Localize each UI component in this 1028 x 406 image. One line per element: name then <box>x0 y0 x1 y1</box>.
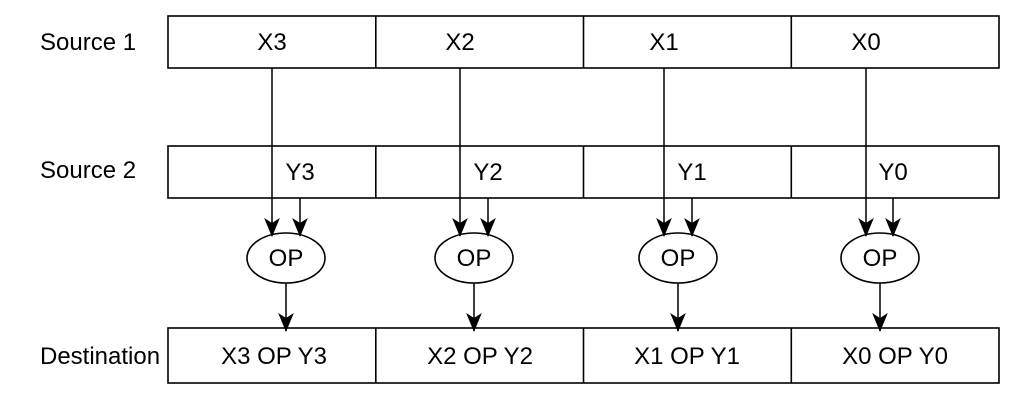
source2-cell-y0: Y0 <box>878 159 907 186</box>
source2-cell-y2: Y2 <box>473 159 502 186</box>
row-label-source2: Source 2 <box>40 157 136 184</box>
destination-cell-2: X2 OP Y2 <box>427 343 533 370</box>
source1-cell-x1: X1 <box>649 29 678 56</box>
destination-register: X3 OP Y3 X2 OP Y2 X1 OP Y1 X0 OP Y0 <box>167 327 1000 384</box>
op-unit-0: OP <box>840 68 920 331</box>
op-label: OP <box>863 245 898 272</box>
source1-cell-x3: X3 <box>257 29 286 56</box>
destination-cell-1: X1 OP Y1 <box>634 343 740 370</box>
op-label: OP <box>457 245 492 272</box>
row-label-source1: Source 1 <box>40 29 136 56</box>
op-label: OP <box>269 245 304 272</box>
row-label-destination: Destination <box>40 343 160 370</box>
source1-cell-x2: X2 <box>445 29 474 56</box>
source1-register: X3 X2 X1 X0 <box>167 15 1000 69</box>
op-unit-2: OP <box>434 68 514 331</box>
op-unit-1: OP <box>638 68 718 331</box>
source2-register: Y3 Y2 Y1 Y0 <box>167 145 1000 199</box>
op-unit-3: OP <box>246 68 326 331</box>
source1-cell-x0: X0 <box>851 29 880 56</box>
source2-cell-y1: Y1 <box>677 159 706 186</box>
destination-cell-3: X3 OP Y3 <box>221 343 327 370</box>
destination-cell-0: X0 OP Y0 <box>842 343 948 370</box>
source2-cell-y3: Y3 <box>285 159 314 186</box>
op-label: OP <box>661 245 696 272</box>
